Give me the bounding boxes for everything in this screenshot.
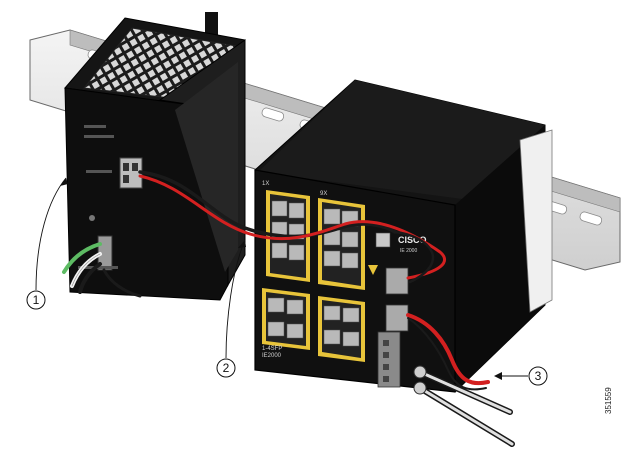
power-input-connector-b <box>385 304 409 332</box>
power-supply-module <box>64 12 246 301</box>
callout-3: 3 <box>528 366 548 386</box>
leader-line-1 <box>35 177 67 291</box>
input-power-wires <box>62 242 142 298</box>
brand-logo: CISCO <box>398 235 427 245</box>
callout-2: 2 <box>216 358 236 378</box>
power-input-connector-a <box>385 267 409 295</box>
callout-3-label: 3 <box>535 369 542 383</box>
sfp-ports-lower <box>262 288 365 362</box>
svg-text:9X: 9X <box>320 191 327 197</box>
callout-2-label: 2 <box>223 361 230 375</box>
callout-leaders <box>35 177 528 380</box>
model-port-label: IE2000 <box>262 353 282 359</box>
model-name: IE 2000 <box>400 248 417 254</box>
dc-power-cable <box>138 170 447 284</box>
ie2000-switch: 1X 9X 1-4SFP IE2000 CISCO IE 2000 <box>254 79 553 393</box>
callout-1: 1 <box>26 290 46 310</box>
leader-line-2 <box>225 239 246 359</box>
ground-wires <box>406 313 515 447</box>
console-port <box>375 232 391 248</box>
callout-1-label: 1 <box>33 293 40 307</box>
figure-id: 351559 <box>604 387 613 414</box>
warning-triangle-icon <box>368 265 378 275</box>
svg-text:1X: 1X <box>262 181 269 187</box>
svg-text:1-4SFP: 1-4SFP <box>262 346 282 352</box>
